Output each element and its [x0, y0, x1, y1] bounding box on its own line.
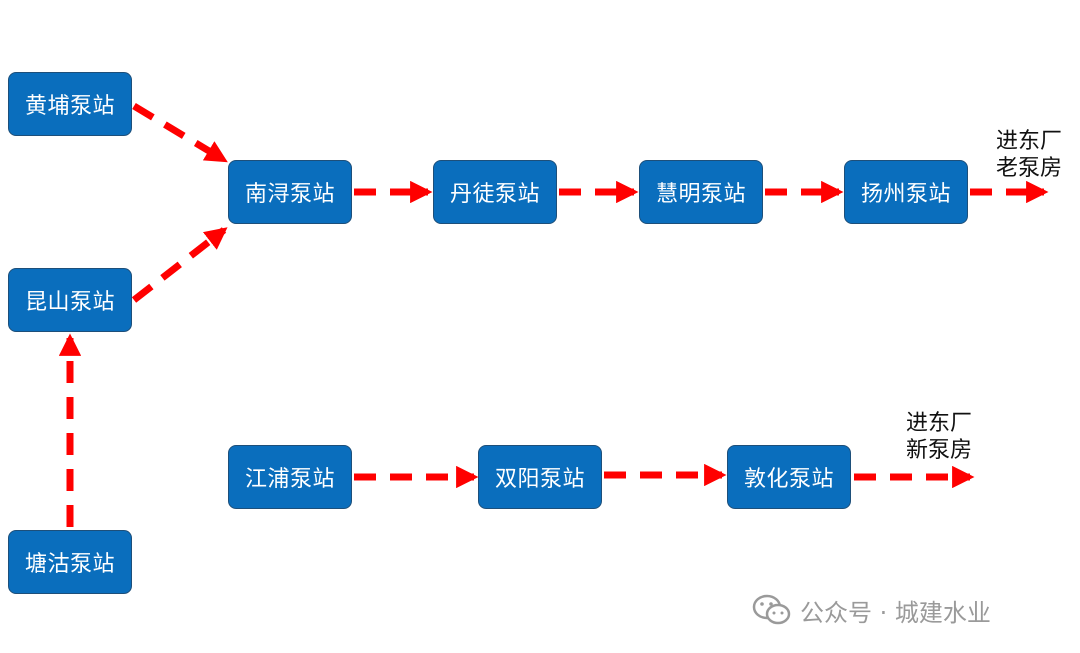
watermark-text: 公众号 · 城建水业: [800, 598, 991, 627]
node-kunshan: 昆山泵站: [8, 268, 132, 332]
node-yangzhou: 扬州泵站: [844, 160, 968, 224]
node-dantu: 丹徒泵站: [433, 160, 557, 224]
destination-new-line1: 进东厂: [906, 411, 973, 436]
node-shuangyang: 双阳泵站: [478, 445, 602, 509]
node-dunhua: 敦化泵站: [727, 445, 851, 509]
arrow-kunshan-to-nanxun: [131, 227, 228, 303]
node-huangpu: 黄埔泵站: [8, 72, 132, 136]
wechat-icon: [752, 594, 791, 625]
node-nanxun: 南浔泵站: [228, 160, 352, 224]
destination-old-line2: 老泵房: [996, 156, 1063, 181]
destination-old-pump-house: 进东厂 老泵房: [996, 128, 1062, 182]
destination-old-line1: 进东厂: [996, 129, 1063, 154]
watermark: 公众号 · 城建水业: [752, 590, 991, 630]
node-tanggu: 塘沽泵站: [8, 530, 132, 594]
node-jiangpu: 江浦泵站: [228, 445, 352, 509]
destination-new-line2: 新泵房: [906, 438, 973, 463]
node-huiming: 慧明泵站: [639, 160, 763, 224]
destination-new-pump-house: 进东厂 新泵房: [906, 410, 972, 464]
arrow-huangpu-to-nanxun: [132, 102, 228, 164]
